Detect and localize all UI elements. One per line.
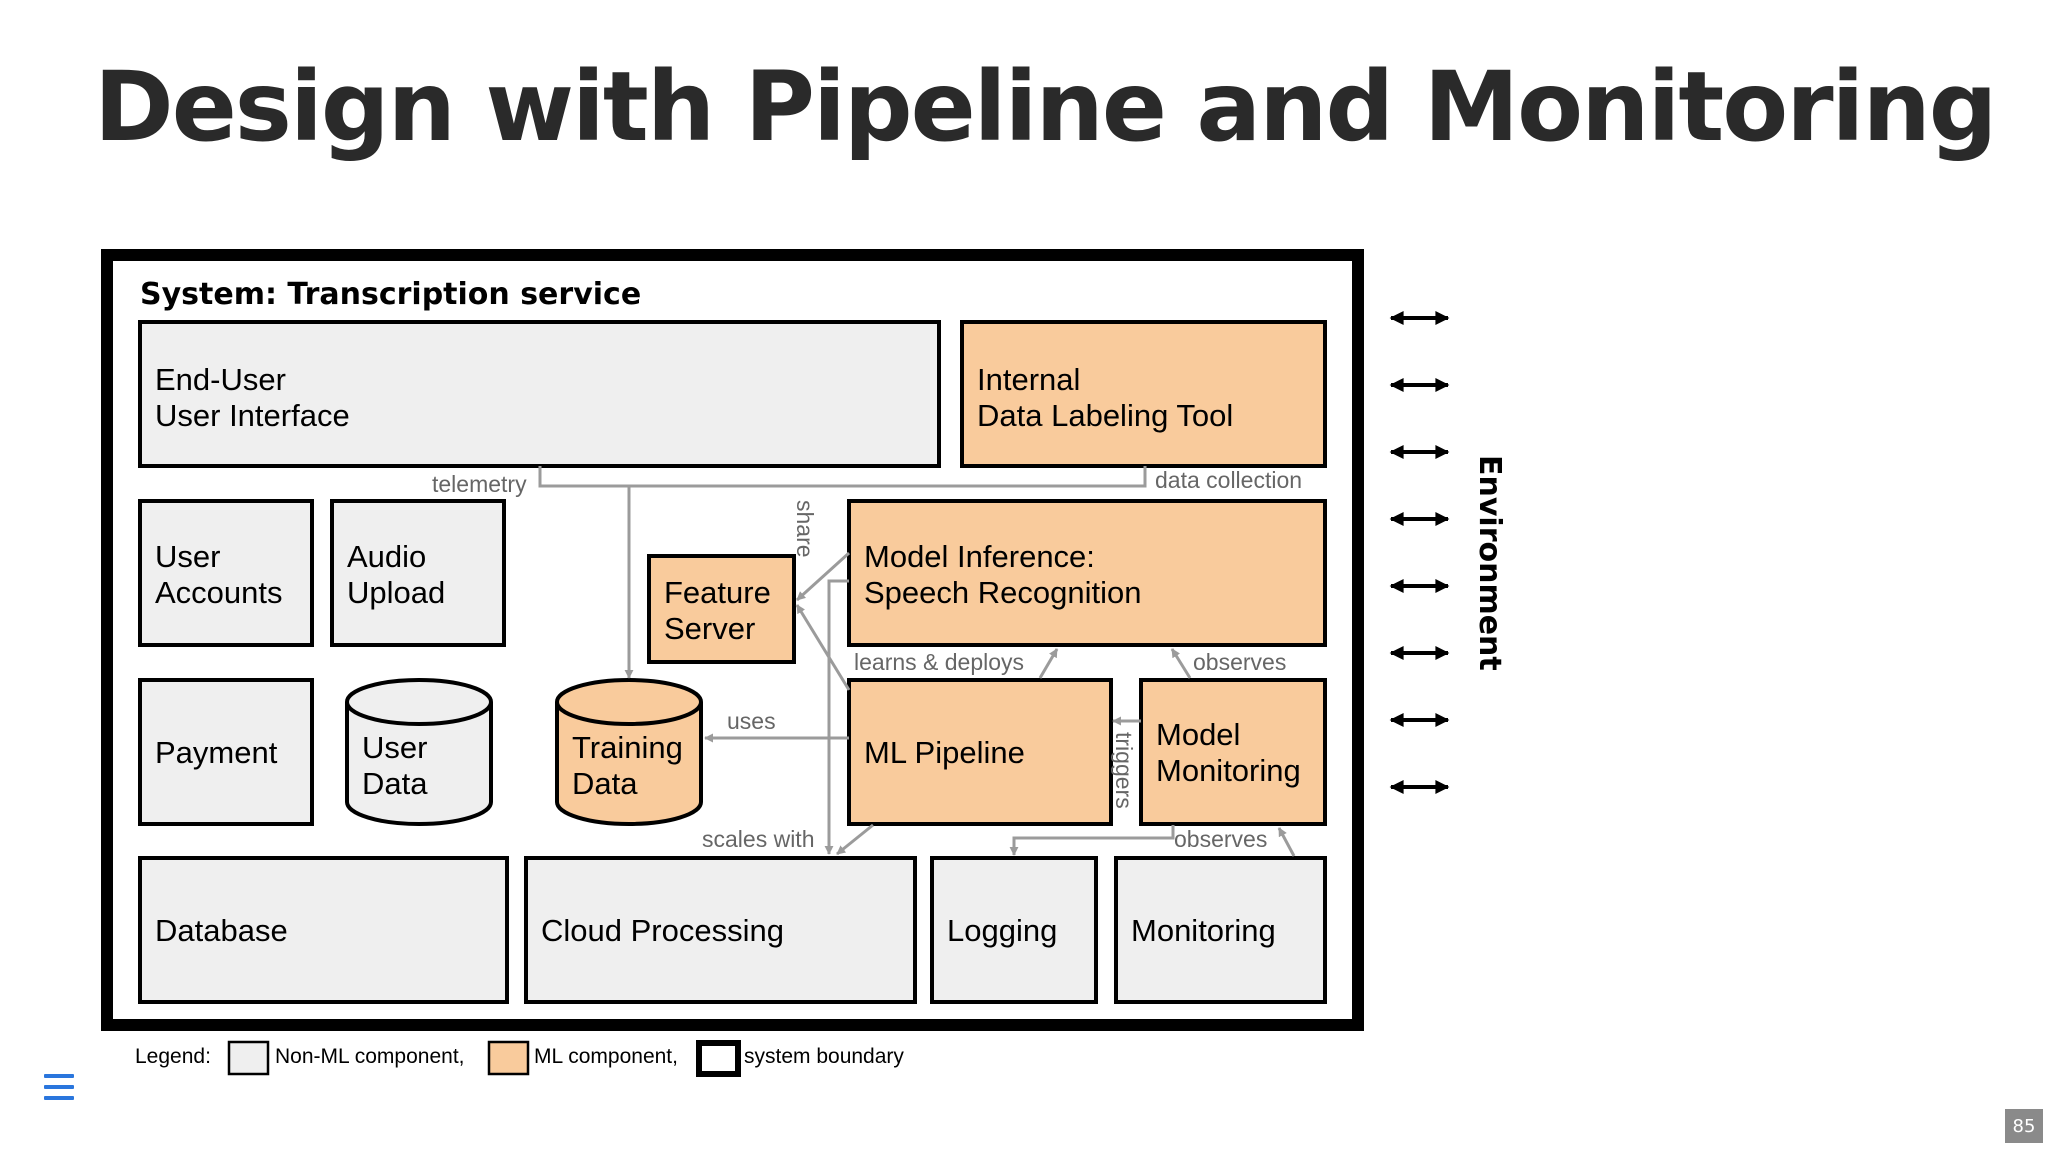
svg-text:Non-ML component,: Non-ML component, [275,1045,464,1068]
learns-deploys-edge [1038,648,1059,679]
svg-text:ML component,: ML component, [534,1045,678,1068]
ml-pipeline: ML Pipeline [847,678,1113,826]
telemetry-label: telemetry [432,471,527,497]
observes-top-label: observes [1193,649,1286,675]
observes-bottom-edge-2 [1277,827,1296,857]
svg-text:system boundary: system boundary [744,1045,904,1068]
monitoring: Monitoring [1114,856,1327,1004]
learns-deploys-label: learns & deploys [854,649,1024,675]
share-label: share [792,500,818,558]
svg-text:Legend:: Legend: [135,1045,211,1068]
telemetry-edge [538,466,1147,488]
scales-with-edge [824,579,849,855]
logging: Logging [930,856,1098,1004]
svg-text:Database: Database [155,913,288,948]
menu-icon[interactable] [44,1074,74,1100]
observes-top-edge [1170,648,1192,679]
observes-bottom-label: observes [1174,826,1267,852]
svg-text:Monitoring: Monitoring [1131,913,1276,948]
svg-text:Cloud Processing: Cloud Processing [541,913,784,948]
triggers-label: triggers [1111,732,1137,809]
share-edge [795,551,851,602]
cloud-processing: Cloud Processing [524,856,917,1004]
system-label: System: Transcription service [140,277,641,312]
model-inference: Model Inference:Speech Recognition [847,499,1327,647]
observes-bottom-edge [1009,825,1175,856]
payment: Payment [138,678,314,826]
slide-title: Design with Pipeline and Monitoring [94,51,1998,163]
scales-with-edge-2 [836,823,874,856]
environment-label: Environment [1472,455,1507,671]
legend: Legend: Non-ML component, ML component, … [135,1040,904,1077]
svg-text:ML Pipeline: ML Pipeline [864,735,1025,770]
pipeline-to-feature-edge [795,604,851,691]
svg-text:Logging: Logging [947,913,1057,948]
svg-text:Model Inference:Speech Recogni: Model Inference:Speech Recognition [864,539,1141,610]
page-number: 85 [2005,1109,2043,1143]
database: Database [138,856,509,1004]
data-collection-label: data collection [1155,467,1302,493]
scales-with-label: scales with [702,826,814,852]
svg-text:Payment: Payment [155,735,278,770]
uses-label: uses [727,708,776,734]
